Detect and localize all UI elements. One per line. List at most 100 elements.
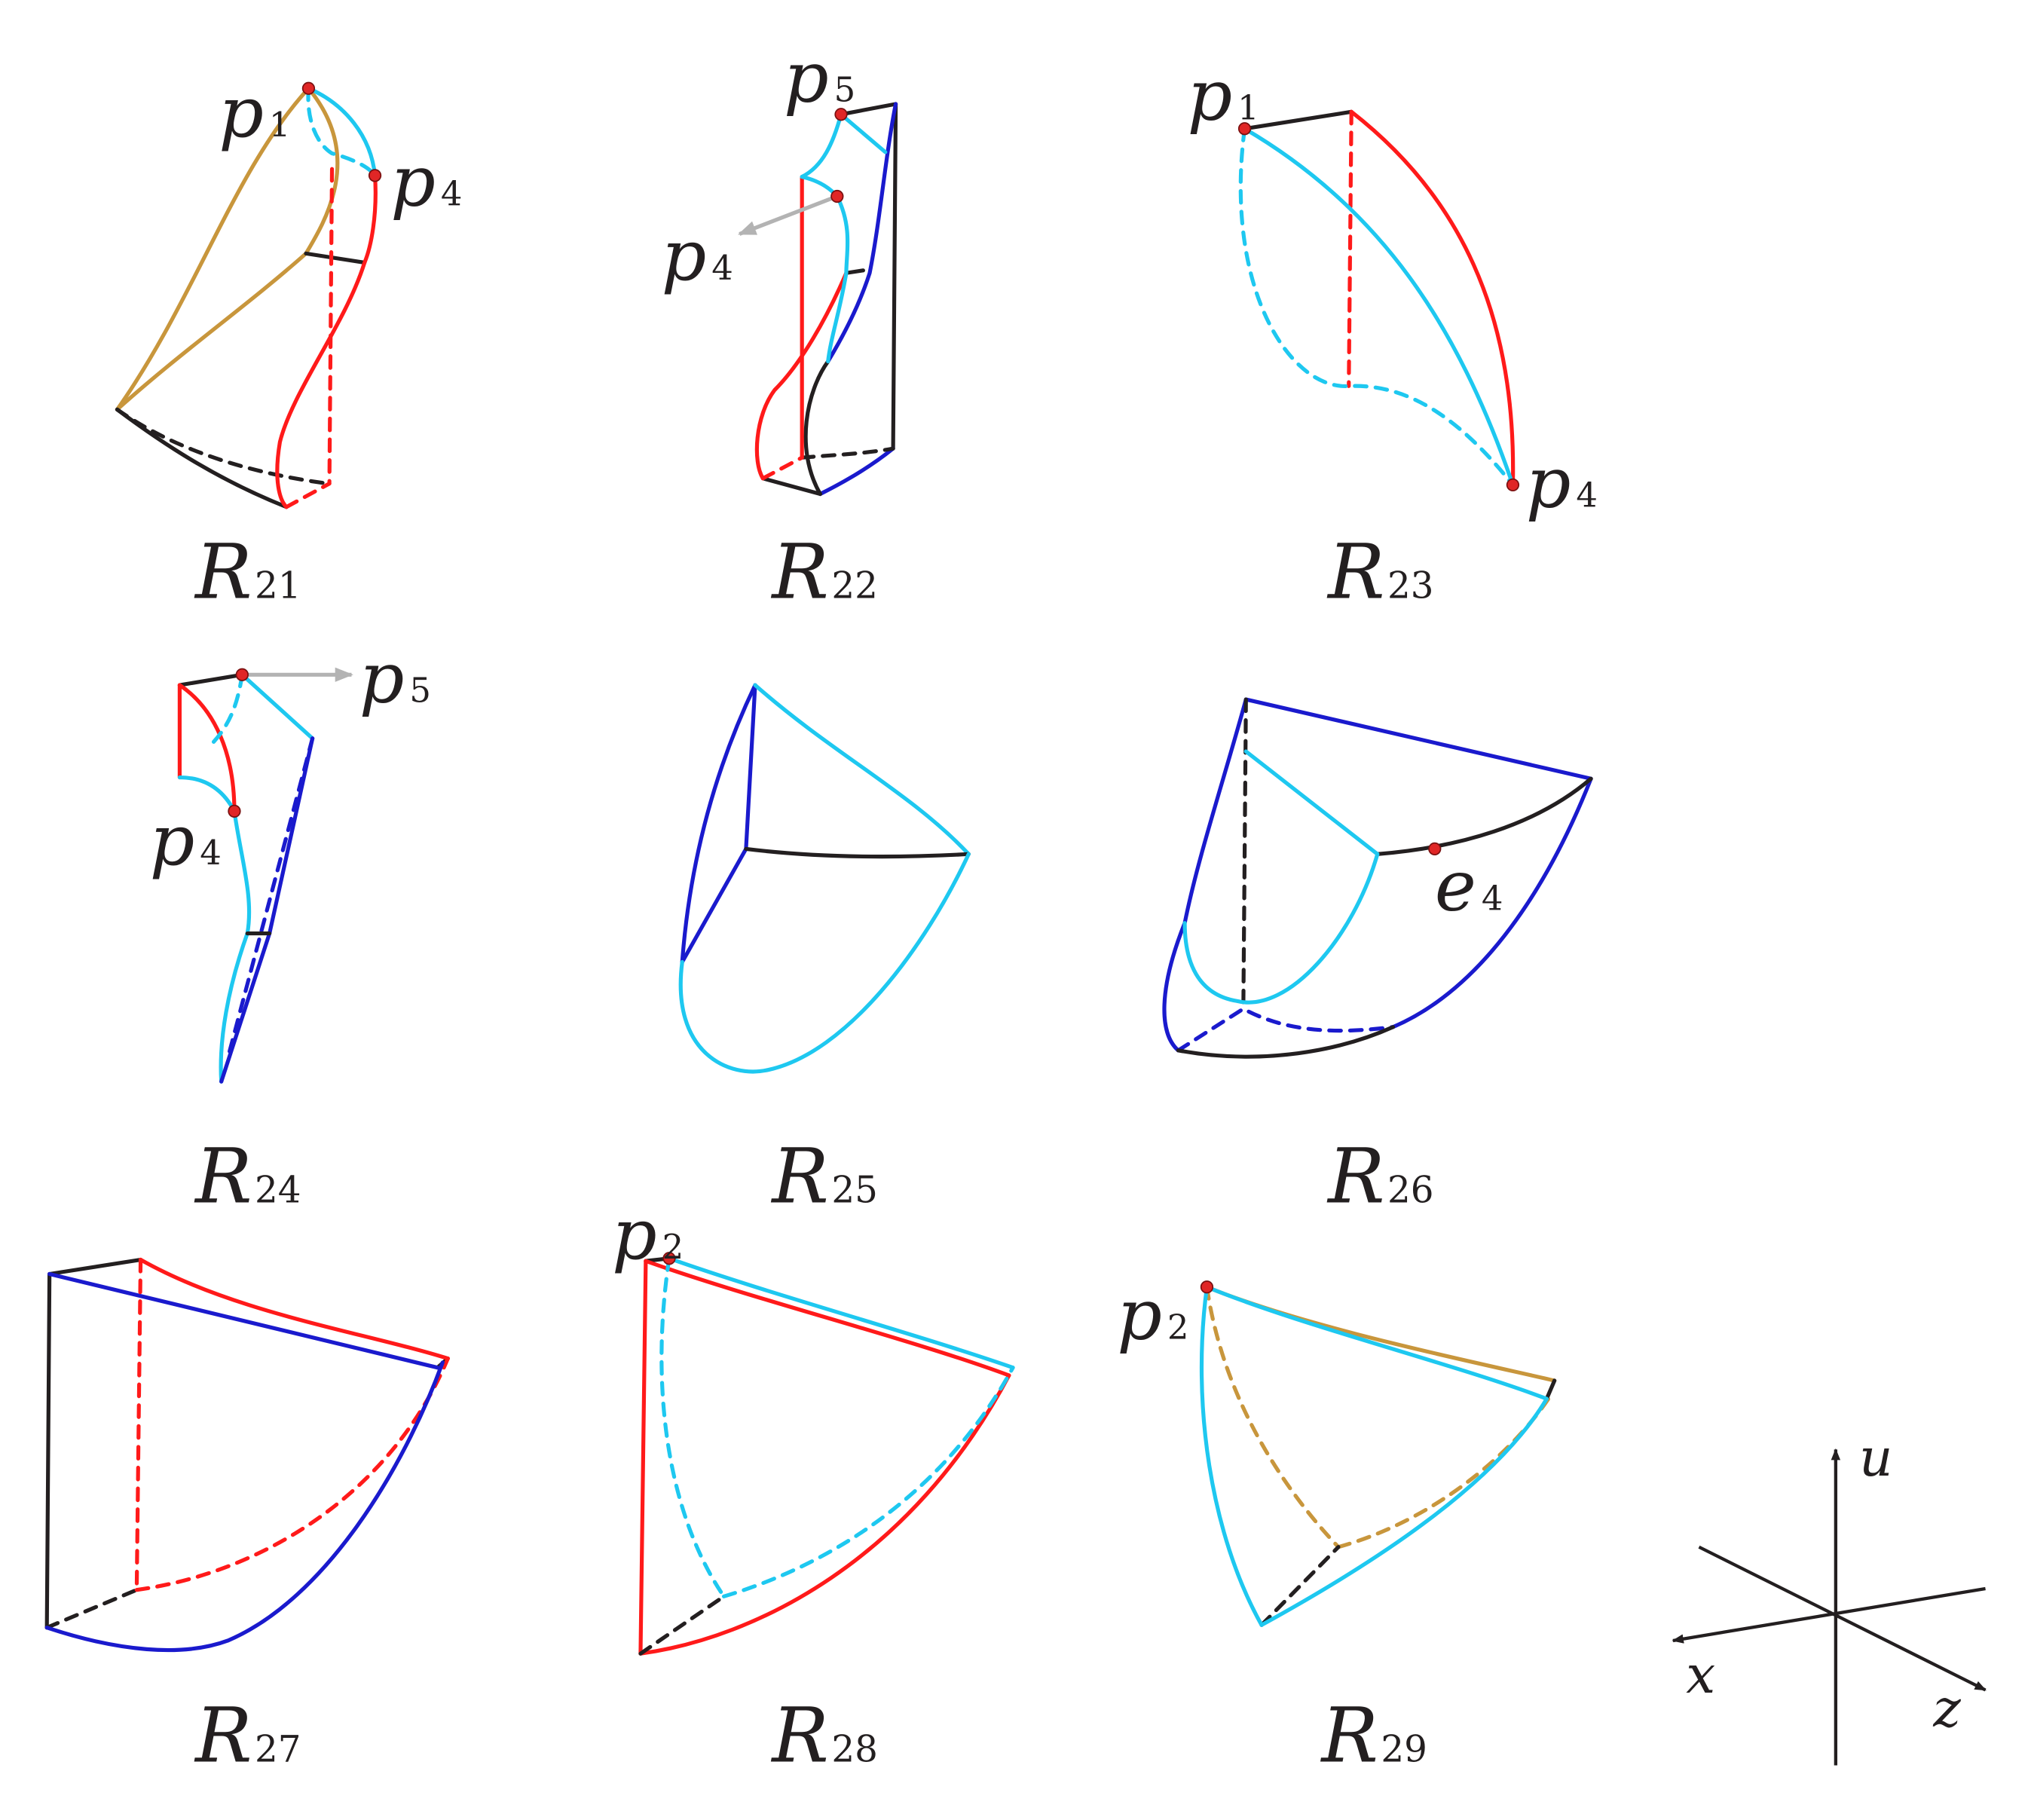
- black-top-edge: [839, 102, 898, 117]
- cyan-right-edge: [240, 672, 315, 741]
- axes-triad: u x z: [1672, 1428, 1987, 1766]
- x-axis-line: [1672, 1586, 1986, 1644]
- red-curve: [177, 683, 237, 813]
- x-axis-label: x: [1686, 1645, 1715, 1705]
- blue-diagonal-edge: [680, 846, 748, 965]
- gray-arrow: [738, 194, 838, 236]
- red-bottom-dashed: [284, 482, 332, 509]
- point-p5: [834, 108, 848, 121]
- red-vertical-dashed: [134, 1257, 143, 1592]
- cyan-dashed-left: [659, 1256, 726, 1598]
- cyan-dashed-bottom: [721, 1366, 1015, 1598]
- blue-right-curve: [1390, 776, 1593, 1029]
- red-outer-curve: [1349, 109, 1516, 488]
- black-vertical-dashed: [1241, 697, 1248, 1011]
- blue-top-edge: [47, 1271, 440, 1370]
- blue-bottom-dashed: [1176, 1007, 1396, 1053]
- point-p2: [1200, 1280, 1214, 1294]
- cyan-inner-curve: [1182, 852, 1380, 1005]
- red-bottom-curve: [638, 1373, 1011, 1656]
- black-bottom-curve: [1176, 1025, 1396, 1059]
- cyan-inner-edge: [1243, 749, 1380, 856]
- cyan-left-curve: [1199, 1285, 1264, 1627]
- blue-lower-edge: [219, 931, 272, 1084]
- black-upper-curve: [1375, 776, 1593, 856]
- cyan-dashed-curve: [1238, 127, 1516, 488]
- point-p4: [368, 169, 382, 182]
- black-front-curve: [803, 359, 830, 497]
- cyan-bottom-curve: [678, 852, 971, 1074]
- red-left-edge: [638, 1259, 648, 1656]
- blue-bottom-curve: [44, 1360, 445, 1653]
- red-top-curve: [138, 1257, 450, 1361]
- red-bottom-dashed: [760, 455, 804, 481]
- point-p4: [228, 804, 241, 818]
- black-bottom-dashed: [44, 1588, 139, 1630]
- black-top-edge: [1242, 109, 1353, 131]
- blue-front-curve: [680, 683, 757, 965]
- black-top-edge: [177, 672, 244, 687]
- point-p1: [1237, 122, 1252, 136]
- point-p2: [662, 1252, 676, 1265]
- cyan-dashed-curve: [206, 672, 244, 750]
- u-axis-label: u: [1859, 1428, 1893, 1488]
- black-top-edge: [47, 1257, 143, 1277]
- black-bottom-dashed: [115, 407, 330, 486]
- point-p4: [1506, 478, 1520, 492]
- cyan-top-curve: [1204, 1285, 1549, 1401]
- blue-back-curve: [826, 102, 898, 364]
- red-right-curve: [275, 173, 378, 509]
- black-small-edge: [844, 268, 865, 275]
- cyan-upper-curve: [800, 112, 843, 179]
- blue-top-edge: [1243, 697, 1593, 781]
- cyan-top-curve: [306, 86, 378, 178]
- cyan-top-curve: [753, 683, 971, 856]
- gold-dashed-right: [1336, 1395, 1552, 1549]
- black-edge: [304, 251, 367, 265]
- black-bottom-dashed: [638, 1594, 726, 1656]
- point-e4: [1428, 842, 1442, 856]
- red-vertical-dashed: [1347, 109, 1353, 388]
- cyan-bottom-curve: [1259, 1396, 1549, 1627]
- black-middle-curve: [744, 846, 971, 859]
- red-dashed-curve: [134, 1357, 450, 1592]
- cyan-dashed-curve: [306, 86, 378, 178]
- z-axis-label: z: [1932, 1679, 1961, 1739]
- black-right-edge: [891, 102, 898, 451]
- gold-top-curve: [1204, 1285, 1557, 1383]
- gold-front-curve: [115, 86, 311, 411]
- black-bottom-edge: [760, 476, 822, 497]
- black-left-edge: [44, 1271, 52, 1630]
- cyan-small-curve: [177, 775, 237, 813]
- blue-dashed-edge: [227, 736, 315, 1055]
- point-p1: [301, 81, 316, 95]
- red-top-curve: [644, 1259, 1011, 1378]
- z-axis-line: [1698, 1545, 1987, 1692]
- blue-bottom-curve: [818, 446, 895, 497]
